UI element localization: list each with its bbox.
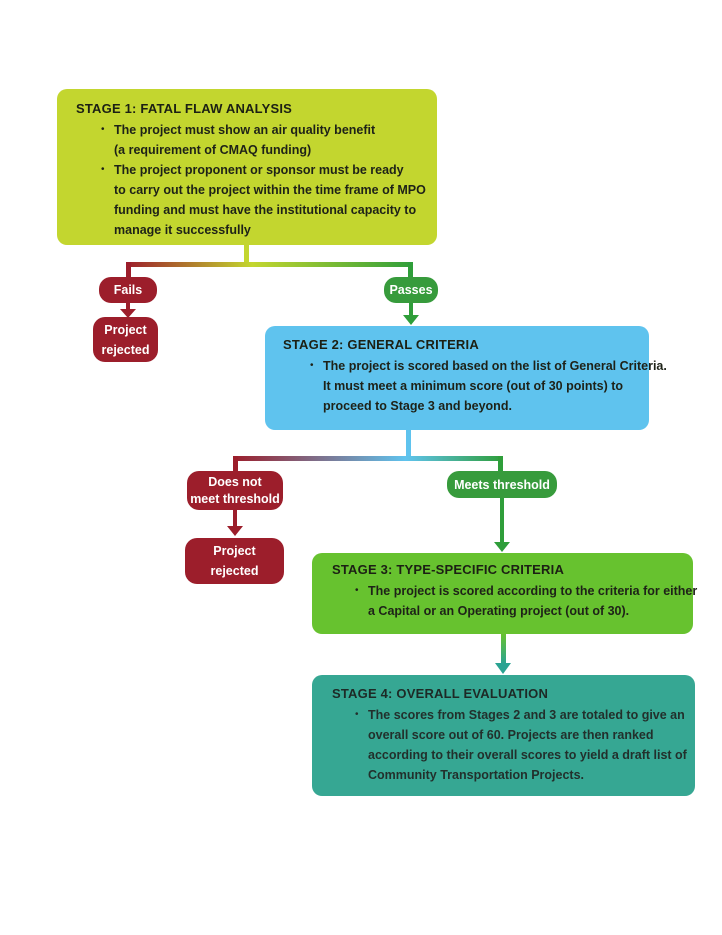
meets-arrow-icon bbox=[494, 542, 510, 552]
meets-threshold-pill: Meets threshold bbox=[447, 471, 557, 498]
project-rejected-line1: Project bbox=[104, 322, 147, 337]
stage1-bullet2-line2: to carry out the project within the time… bbox=[114, 183, 426, 197]
stage4-bullet1-line3: according to their overall scores to yie… bbox=[368, 748, 687, 762]
stage1-title: STAGE 1: FATAL FLAW ANALYSIS bbox=[76, 101, 293, 116]
stage2-title: STAGE 2: GENERAL CRITERIA bbox=[283, 337, 479, 352]
does-not-meet-line1: Does not bbox=[208, 474, 262, 489]
stage1-branch-line bbox=[126, 262, 413, 267]
bullet-icon: • bbox=[355, 585, 359, 596]
passes-branch-stub bbox=[408, 262, 413, 277]
stage4-bullet1-line2: overall score out of 60. Projects are th… bbox=[368, 728, 654, 742]
stage2-bullet1-line2: It must meet a minimum score (out of 30 … bbox=[323, 379, 624, 393]
stage4-title: STAGE 4: OVERALL EVALUATION bbox=[332, 686, 549, 701]
stage3-bullet1-line1: The project is scored according to the c… bbox=[368, 584, 698, 598]
stage1-bullet1-line1: The project must show an air quality ben… bbox=[114, 123, 376, 137]
project-rejected-line2: rejected bbox=[210, 564, 259, 578]
stage2-branch-line bbox=[233, 456, 503, 461]
stage3-bullet-1: • The project is scored according to the… bbox=[355, 581, 697, 621]
project-rejected-line2: rejected bbox=[101, 342, 150, 357]
bullet-icon: • bbox=[101, 164, 105, 175]
bullet-icon: • bbox=[310, 360, 314, 371]
stage2-box: STAGE 2: GENERAL CRITERIA • The project … bbox=[265, 326, 667, 430]
stage2-bullet1-line1: The project is scored based on the list … bbox=[323, 359, 667, 373]
stage3-title: STAGE 3: TYPE-SPECIFIC CRITERIA bbox=[332, 562, 565, 577]
stage3-to-stage4-shaft bbox=[501, 634, 506, 664]
project-rejected-box-1: Project rejected bbox=[93, 317, 158, 362]
stage1-bullet-2: • The project proponent or sponsor must … bbox=[101, 160, 426, 240]
stage4-box: STAGE 4: OVERALL EVALUATION • The scores… bbox=[312, 675, 695, 796]
does-not-meet-line2: meet threshold bbox=[190, 491, 280, 506]
stage1-bullet2-line1: The project proponent or sponsor must be… bbox=[114, 163, 404, 177]
does-not-meet-branch-stub bbox=[233, 456, 238, 471]
fails-arrow-icon bbox=[120, 309, 136, 318]
meets-branch-stub bbox=[498, 456, 503, 471]
stage1-bullet2-line4: manage it successfully bbox=[114, 223, 251, 237]
stage2-bullet-1: • The project is scored based on the lis… bbox=[310, 356, 667, 416]
passes-pill: Passes bbox=[384, 277, 438, 303]
stage4-bullet-1: • The scores from Stages 2 and 3 are tot… bbox=[355, 705, 687, 785]
stage2-bullet1-line3: proceed to Stage 3 and beyond. bbox=[323, 399, 512, 413]
project-rejected-line1: Project bbox=[213, 544, 256, 558]
stage1-bullet1-line2: (a requirement of CMAQ funding) bbox=[114, 143, 312, 157]
does-not-meet-threshold-pill: Does not meet threshold bbox=[187, 471, 283, 510]
does-not-meet-arrow-shaft bbox=[233, 510, 237, 527]
fails-branch-stub bbox=[126, 262, 131, 277]
stage1-connector-stem bbox=[244, 245, 249, 264]
stage2-connector-stem bbox=[406, 430, 411, 458]
stage1-bullet-1: • The project must show an air quality b… bbox=[101, 120, 423, 160]
passes-arrow-icon bbox=[403, 315, 419, 325]
stage1-box: STAGE 1: FATAL FLAW ANALYSIS • The proje… bbox=[57, 89, 437, 245]
stage4-bullet1-line4: Community Transportation Projects. bbox=[368, 768, 585, 782]
stage3-to-stage4-arrow-icon bbox=[495, 663, 511, 674]
meets-arrow-shaft bbox=[500, 498, 504, 543]
meets-threshold-label: Meets threshold bbox=[454, 477, 550, 492]
stage3-bullet1-line2: a Capital or an Operating project (out o… bbox=[368, 604, 630, 618]
stage1-bullet2-line3: funding and must have the institutional … bbox=[114, 203, 417, 217]
stage3-box: STAGE 3: TYPE-SPECIFIC CRITERIA • The pr… bbox=[312, 553, 697, 634]
passes-label: Passes bbox=[389, 283, 433, 297]
stage4-bullet1-line1: The scores from Stages 2 and 3 are total… bbox=[368, 708, 685, 722]
bullet-icon: • bbox=[101, 124, 105, 135]
fails-pill: Fails bbox=[99, 277, 157, 303]
fails-label: Fails bbox=[113, 283, 143, 297]
project-rejected-box-2: Project rejected bbox=[185, 538, 284, 584]
fails-arrow-shaft bbox=[126, 303, 130, 310]
passes-arrow-shaft bbox=[409, 303, 413, 316]
does-not-meet-arrow-icon bbox=[227, 526, 243, 536]
bullet-icon: • bbox=[355, 709, 359, 720]
